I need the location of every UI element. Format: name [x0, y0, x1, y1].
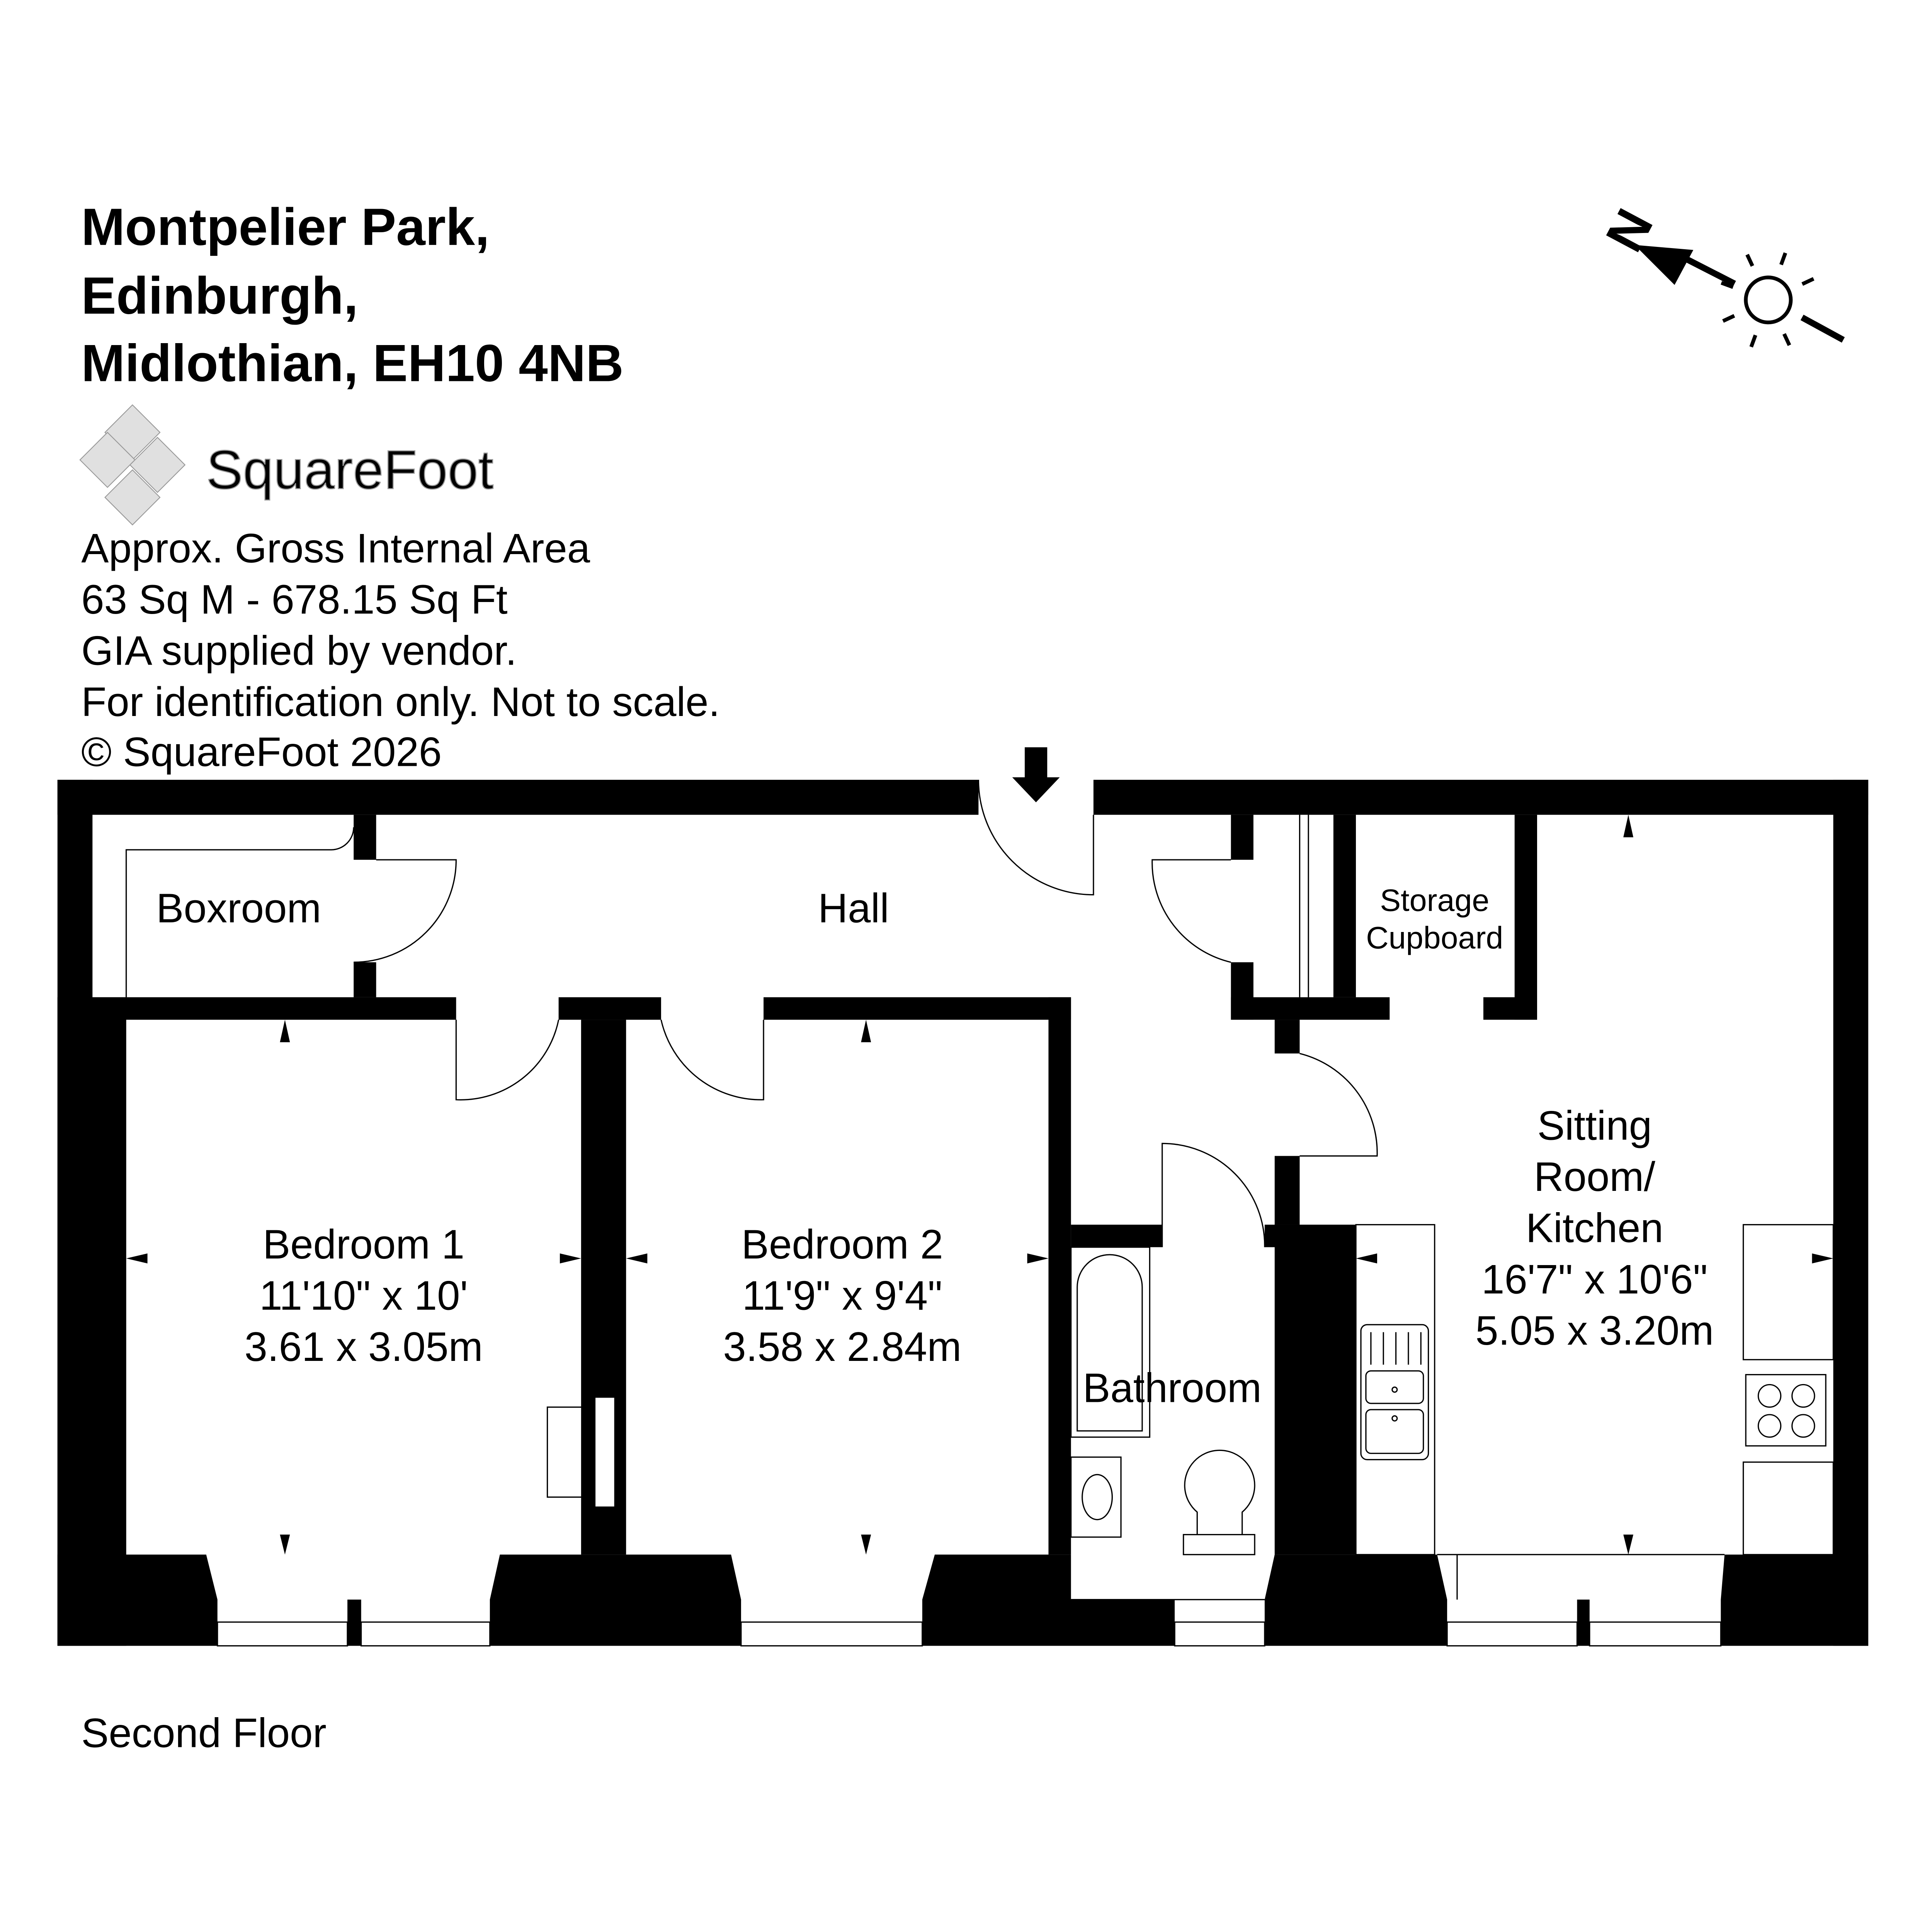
gia-note: GIA supplied by vendor. [81, 628, 517, 674]
windows [217, 1621, 1722, 1646]
room-label-bathroom: Bathroom [1083, 1365, 1262, 1411]
compass: N [1594, 200, 1845, 348]
sink-icon [1360, 1324, 1429, 1461]
walls [57, 780, 1869, 1646]
copyright: © SquareFoot 2026 [81, 729, 442, 775]
bedroom1-imperial: 11'10" x 10' [259, 1272, 468, 1318]
address-line-2: Edinburgh, [81, 266, 358, 325]
hob-icon [1745, 1374, 1827, 1447]
address-line-3: Midlothian, EH10 4NB [81, 333, 624, 392]
entrance-arrow-icon [1012, 747, 1060, 803]
sitting-label-1: Sitting [1537, 1102, 1652, 1149]
toilet-icon [1183, 1449, 1255, 1555]
area-value: 63 Sq M - 678.15 Sq Ft [81, 576, 507, 622]
sun-icon [1721, 252, 1845, 348]
sitting-label-2: Room/ [1534, 1153, 1656, 1200]
sitting-metric: 5.05 x 3.20m [1475, 1307, 1714, 1354]
bedroom2-imperial: 11'9" x 9'4" [742, 1272, 942, 1318]
address-title: Montpelier Park, Edinburgh, Midlothian, … [81, 197, 624, 393]
bath-icon [1070, 1247, 1151, 1438]
dimension-markers [126, 815, 1833, 1555]
disclaimer: For identification only. Not to scale. [81, 679, 720, 725]
bedroom2-metric: 3.58 x 2.84m [723, 1323, 961, 1370]
area-info: Approx. Gross Internal Area 63 Sq M - 67… [81, 525, 720, 775]
logo-mark-icon [79, 404, 186, 526]
room-label-hall: Hall [818, 885, 889, 931]
north-arrow-icon [1634, 245, 1736, 287]
room-label-bedroom2: Bedroom 2 [742, 1221, 943, 1267]
room-storage: Storage Cupboard [1366, 883, 1503, 956]
room-label-boxroom: Boxroom [156, 885, 321, 931]
area-heading: Approx. Gross Internal Area [81, 525, 590, 571]
squarefoot-logo: SquareFoot [79, 404, 494, 526]
storage-label-2: Cupboard [1366, 921, 1503, 956]
bedroom1-metric: 3.61 x 3.05m [245, 1323, 483, 1370]
address-line-1: Montpelier Park, [81, 197, 490, 256]
logo-text: SquareFoot [206, 439, 494, 501]
room-bedroom2: Bedroom 2 11'9" x 9'4" 3.58 x 2.84m [723, 1221, 961, 1370]
storage-label-1: Storage [1380, 883, 1489, 918]
worktop [1355, 1224, 1435, 1555]
floor-label: Second Floor [81, 1709, 327, 1756]
sitting-imperial: 16'7" x 10'6" [1481, 1256, 1708, 1302]
room-sitting-kitchen: Sitting Room/ Kitchen 16'7" x 10'6" 5.05… [1475, 1102, 1714, 1354]
doors [126, 780, 1378, 1247]
room-bedroom1: Bedroom 1 11'10" x 10' 3.61 x 3.05m [245, 1221, 483, 1370]
fixtures [546, 1224, 1834, 1600]
basin-icon [1070, 1456, 1122, 1538]
room-label-bedroom1: Bedroom 1 [263, 1221, 464, 1267]
sitting-label-3: Kitchen [1526, 1205, 1663, 1251]
